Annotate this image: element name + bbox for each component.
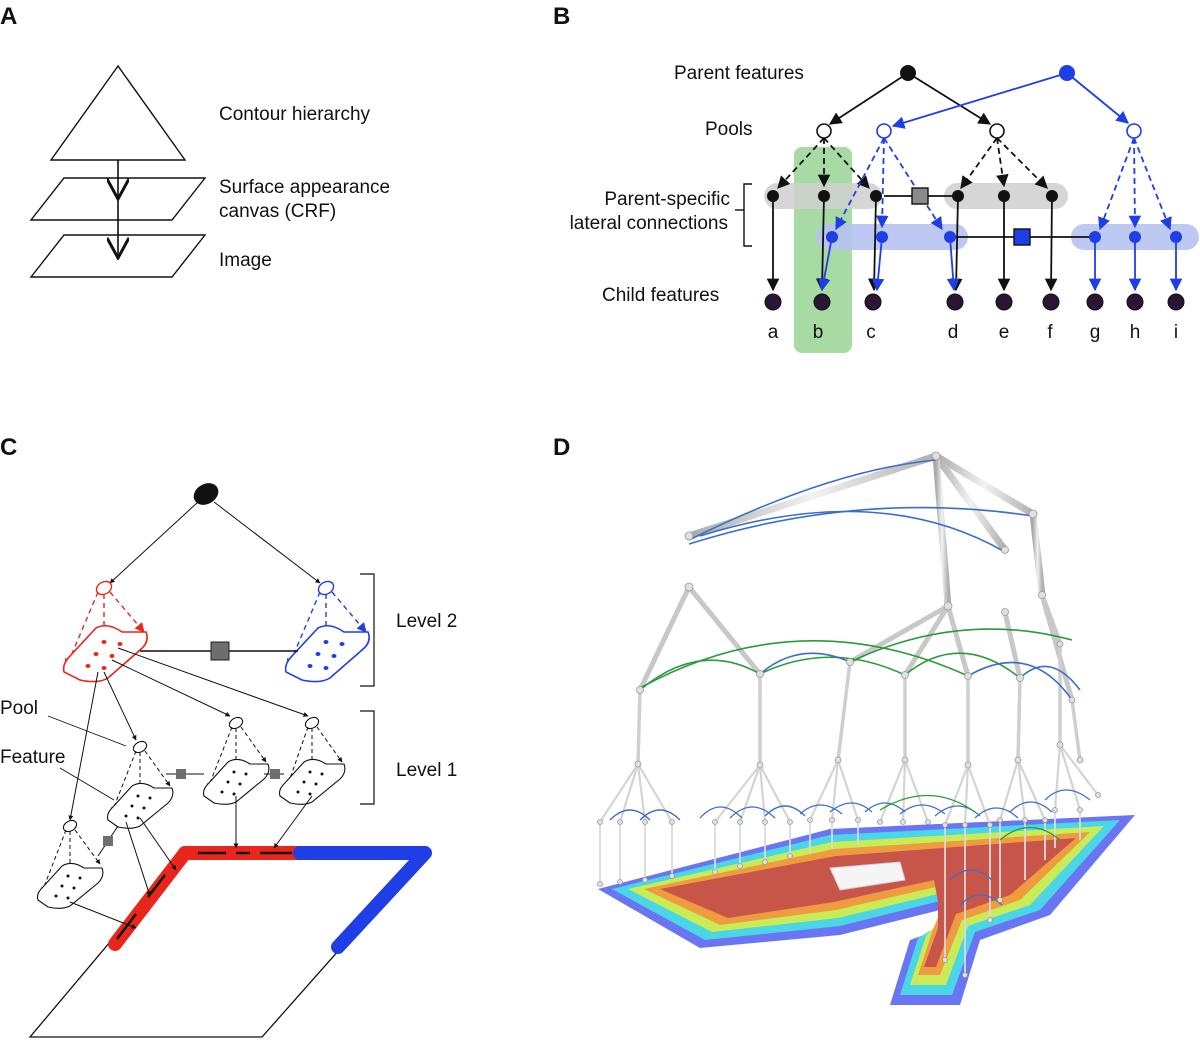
top-node-c (193, 483, 219, 505)
panel-c-label: C (0, 434, 17, 461)
contour-hierarchy-triangle (49, 64, 187, 161)
level1-to-image-edges (69, 795, 313, 929)
level2-bracket (360, 573, 375, 687)
image-label: Image (219, 250, 272, 271)
edge-parent-black-pool2 (907, 72, 992, 125)
pool-pointer (47, 715, 127, 747)
pool-node-black-1 (816, 123, 832, 139)
panel-c: C (0, 434, 457, 1038)
parent-node-black (900, 65, 916, 81)
level2-lateral-factor (210, 641, 230, 661)
panel-b-label: B (553, 3, 570, 30)
panel-b: B (553, 3, 1199, 353)
lateral-nodes-black (767, 190, 1058, 202)
child-letters: a b c d e f g h i (768, 322, 1178, 343)
level1-bracket (360, 710, 375, 805)
child-letter-a: a (768, 322, 779, 343)
black-pool-edges (777, 137, 1048, 190)
level2-feature-red (62, 624, 148, 683)
low-lateral-arcs (609, 789, 1091, 906)
pool-node-black-2 (989, 123, 1005, 139)
child-letter-d: d (948, 322, 959, 343)
pools-label: Pools (705, 119, 753, 140)
child-letter-f: f (1047, 322, 1053, 343)
level2-red-dots (85, 640, 123, 670)
level2-label: Level 2 (396, 611, 457, 632)
hierarchy-poles-mid (637, 584, 1075, 703)
parent-features-label: Parent features (674, 63, 804, 84)
edge-top-blue (213, 501, 321, 584)
edge-parent-black-pool1 (828, 72, 909, 125)
pool-label: Pool (0, 698, 38, 719)
feature-label: Feature (0, 747, 65, 768)
surface-canvas-plane (29, 177, 207, 221)
lateral-arcs (639, 459, 1081, 701)
panel-a: A Contour hierarchy Surface appearance c… (0, 3, 390, 278)
lateral-factor-grey (911, 187, 929, 205)
child-letter-c: c (866, 322, 876, 343)
level2-red-dashes (64, 591, 145, 669)
contour-blue (293, 846, 432, 954)
edge-parent-blue-pool2 (1066, 72, 1129, 124)
hierarchy-poles-top (685, 452, 1046, 616)
level2-pool-blue (317, 580, 335, 596)
contour-red (108, 846, 307, 951)
blue-pool-edges (835, 137, 1172, 231)
black-child-edges (766, 195, 1058, 292)
level1-module-2 (202, 716, 270, 805)
edge-top-red (109, 501, 199, 584)
lateral-band-blue-left (816, 224, 968, 250)
level2-blue-dashes (286, 591, 367, 669)
level1-laterals (97, 769, 284, 857)
pool-node-blue-1 (876, 123, 892, 139)
blue-child-edges (817, 236, 1183, 292)
hierarchy-poles-leaf (598, 743, 1100, 827)
panel-d: D (553, 434, 1135, 1005)
panel-a-label: A (0, 3, 17, 30)
child-letter-i: i (1174, 322, 1178, 343)
canvas-crf-label: canvas (CRF) (219, 201, 336, 222)
level1-module-1 (106, 740, 174, 829)
child-nodes (764, 293, 1185, 311)
joint-spheres (597, 451, 1101, 978)
child-letter-e: e (999, 322, 1010, 343)
level2-pool-red (95, 580, 113, 596)
child-letter-b: b (813, 322, 824, 343)
level2-to-level1-edges (68, 647, 309, 821)
child-features-label: Child features (602, 285, 719, 306)
level1-module-4 (36, 819, 104, 909)
panel-d-label: D (553, 434, 570, 461)
child-letter-h: h (1130, 322, 1141, 343)
lateral-label-line1: Parent-specific (604, 189, 730, 210)
surface-appearance-label: Surface appearance (219, 177, 390, 198)
parent-node-blue (1059, 65, 1075, 81)
lateral-bracket (743, 183, 752, 247)
hierarchy-poles-low (636, 642, 1082, 767)
contour-hierarchy-label: Contour hierarchy (219, 104, 371, 125)
lateral-label-line2: lateral connections (570, 213, 728, 234)
lateral-factor-blue (1013, 228, 1031, 246)
level2-feature-blue (284, 624, 370, 683)
level1-module-3 (278, 716, 346, 805)
lateral-nodes-blue (826, 231, 1182, 243)
feature-pointer (59, 767, 115, 801)
contour-feature-marks (116, 851, 292, 940)
edge-parent-blue-pool1 (891, 72, 1068, 129)
child-letter-g: g (1090, 322, 1101, 343)
image-plane (29, 234, 207, 278)
pool-node-blue-2 (1126, 123, 1142, 139)
level2-blue-dots (307, 640, 345, 670)
level1-label: Level 1 (396, 760, 457, 781)
